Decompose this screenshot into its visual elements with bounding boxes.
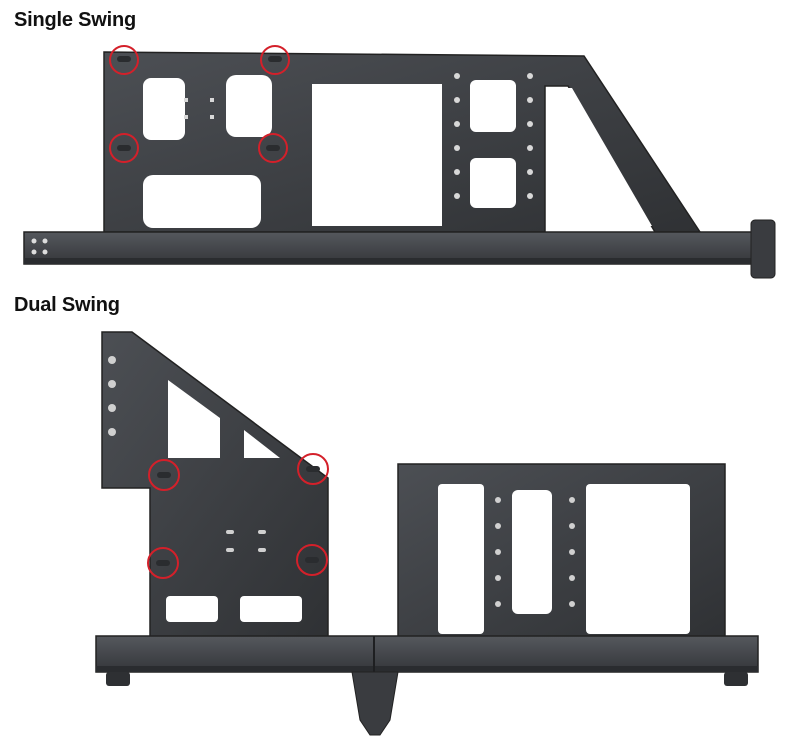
marker-top-right (260, 45, 290, 75)
single-swing-carrier (23, 45, 776, 279)
marker-bottom-left (147, 547, 179, 579)
single-swing-title: Single Swing (14, 9, 137, 31)
marker-bottom-left (109, 133, 139, 163)
marker-bottom-right (258, 133, 288, 163)
marker-bottom-right (296, 544, 328, 576)
dual-swing-markers (147, 453, 329, 579)
marker-top-left (148, 459, 180, 491)
single-swing-markers (109, 45, 290, 163)
marker-top-left (109, 45, 139, 75)
marker-top-right (297, 453, 329, 485)
dual-swing-title: Dual Swing (14, 294, 120, 316)
dual-swing-carrier (95, 331, 759, 736)
